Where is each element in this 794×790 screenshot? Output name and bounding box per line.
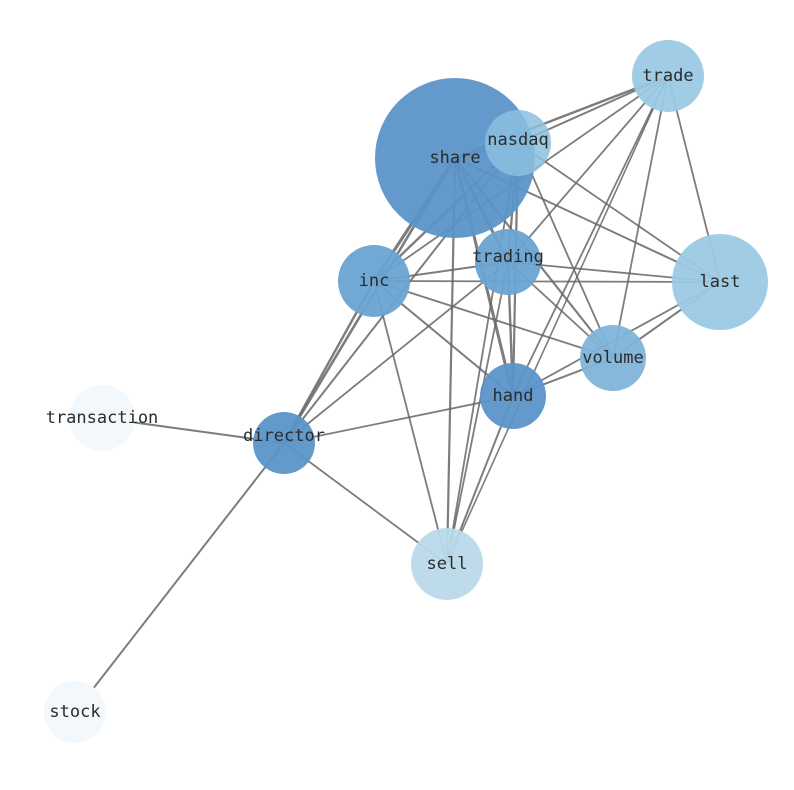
graph-node-nasdaq[interactable]: [485, 110, 551, 176]
graph-node-sell[interactable]: [411, 528, 483, 600]
graph-node-volume[interactable]: [580, 325, 646, 391]
graph-edge: [517, 142, 614, 359]
graph-node-hand[interactable]: [480, 363, 546, 429]
graph-edge: [512, 75, 669, 397]
graph-node-share[interactable]: [375, 78, 535, 238]
graph-edge: [507, 75, 669, 263]
graph-edge: [373, 280, 448, 565]
graph-node-transaction[interactable]: [69, 385, 135, 451]
graph-node-director[interactable]: [253, 412, 315, 474]
graph-node-trade[interactable]: [632, 40, 704, 112]
graph-node-stock[interactable]: [44, 681, 106, 743]
graph-edge: [612, 75, 669, 359]
graph-edge: [283, 261, 509, 444]
graph-edge: [283, 395, 514, 444]
graph-edge: [373, 280, 721, 283]
graph-edge: [74, 442, 285, 713]
graph-edge: [446, 261, 509, 565]
graph-edge: [373, 280, 614, 359]
graph-node-last[interactable]: [672, 234, 768, 330]
graph-node-inc[interactable]: [338, 245, 410, 317]
graph-node-trading[interactable]: [475, 229, 541, 295]
node-layer: [44, 40, 768, 743]
graph-edge: [446, 75, 669, 565]
